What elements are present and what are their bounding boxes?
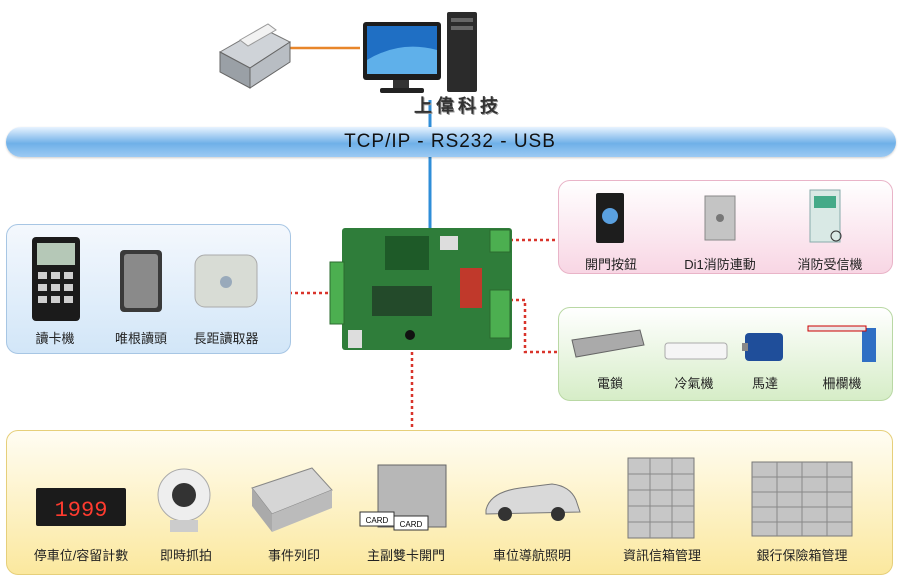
- counter-display-icon: 1999: [36, 488, 126, 526]
- reader-head-icon: [120, 250, 162, 312]
- parking-guide-label: 車位導航照明: [492, 548, 571, 563]
- controller-board-icon: [329, 228, 512, 350]
- counter-display-value: 1999: [55, 498, 108, 523]
- safe-deposit-icon: [751, 461, 853, 537]
- counter-label: 停車位/容留計數: [33, 548, 129, 563]
- electric-lock-icon: [571, 329, 645, 358]
- printer-icon: [218, 23, 292, 89]
- network-bus: [6, 127, 896, 157]
- fire-switch-icon: [704, 195, 736, 241]
- reader-label: 讀卡機: [35, 331, 75, 346]
- fire-panel-icon: [809, 189, 842, 243]
- air-conditioner-icon: [664, 342, 728, 360]
- mailbox-label: 資訊信箱管理: [622, 548, 701, 563]
- webcam-icon: [157, 468, 211, 532]
- motor-label: 馬達: [751, 376, 778, 391]
- applications-panel: [6, 430, 893, 575]
- long-range-reader-icon: [194, 254, 258, 308]
- exit-button-icon: [596, 193, 624, 243]
- dual-card-icon: CARD CARD: [359, 464, 447, 531]
- barrier-gate-icon: [807, 325, 876, 362]
- card-b-label: CARD: [400, 520, 423, 529]
- event-print-label: 事件列印: [267, 548, 320, 563]
- webcam-label: 即時抓拍: [159, 548, 212, 563]
- motor-link-line: [510, 298, 558, 354]
- motor-icon: [742, 333, 783, 361]
- air-conditioner-label: 冷氣機: [674, 376, 714, 391]
- printer-icon-app: [251, 467, 333, 532]
- computer-icon: [363, 12, 477, 93]
- exit-button-label: 開門按鈕: [584, 257, 637, 272]
- dual-card-label: 主副雙卡開門: [366, 548, 445, 563]
- fire-switch-label: Di1消防連動: [684, 257, 756, 272]
- card-a-label: CARD: [366, 516, 389, 525]
- card-reader-icon: [32, 237, 80, 321]
- fire-panel-label: 消防受信機: [797, 257, 863, 272]
- brand-logo-text: 上偉科技: [414, 96, 502, 116]
- long-range-reader-label: 長距讀取器: [193, 331, 259, 346]
- electric-lock-label: 電鎖: [596, 376, 623, 391]
- barrier-gate-label: 柵欄機: [822, 376, 862, 391]
- reader-head-label: 唯根讀頭: [114, 331, 167, 346]
- network-bus-label: TCP/IP - RS232 - USB: [344, 131, 556, 152]
- safe-deposit-label: 銀行保險箱管理: [756, 548, 848, 563]
- car-icon: [485, 483, 581, 521]
- mailbox-icon: [627, 457, 695, 539]
